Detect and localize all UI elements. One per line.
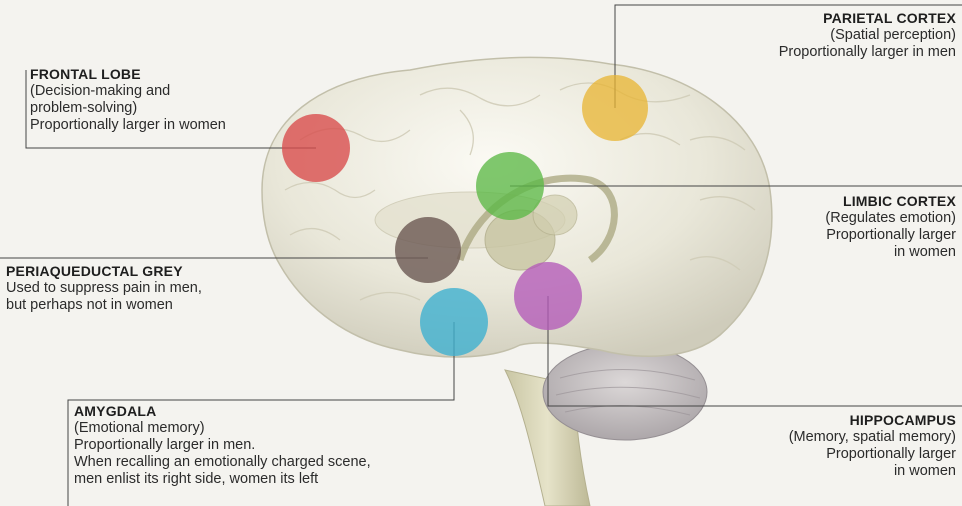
- parietal-cortex-circle: [582, 75, 648, 141]
- hippocampus-label: HIPPOCAMPUS (Memory, spatial memory) Pro…: [789, 412, 956, 480]
- frontal-lobe-line-1: (Decision-making and: [30, 83, 226, 100]
- parietal-cortex-title: PARIETAL CORTEX: [779, 10, 956, 27]
- limbic-cortex-line-3: in women: [825, 244, 956, 261]
- frontal-lobe-line-2: problem-solving): [30, 100, 226, 117]
- periaqueductal-grey-title: PERIAQUEDUCTAL GREY: [6, 263, 202, 280]
- limbic-cortex-line-1: (Regulates emotion): [825, 210, 956, 227]
- parietal-cortex-label: PARIETAL CORTEX (Spatial perception) Pro…: [779, 10, 956, 61]
- limbic-cortex-line-2: Proportionally larger: [825, 227, 956, 244]
- hippocampus-line-3: in women: [789, 463, 956, 480]
- hippocampus-circle: [514, 262, 582, 330]
- periaqueductal-grey-label: PERIAQUEDUCTAL GREY Used to suppress pai…: [6, 263, 202, 314]
- frontal-lobe-label: FRONTAL LOBE (Decision-making and proble…: [30, 66, 226, 134]
- periaqueductal-grey-line-1: Used to suppress pain in men,: [6, 280, 202, 297]
- periaqueductal-grey-circle: [395, 217, 461, 283]
- amygdala-title: AMYGDALA: [74, 403, 371, 420]
- amygdala-line-3: When recalling an emotionally charged sc…: [74, 454, 371, 471]
- hippocampus-title: HIPPOCAMPUS: [789, 412, 956, 429]
- frontal-lobe-circle: [282, 114, 350, 182]
- limbic-cortex-title: LIMBIC CORTEX: [825, 193, 956, 210]
- amygdala-line-2: Proportionally larger in men.: [74, 437, 371, 454]
- parietal-cortex-line-1: (Spatial perception): [779, 27, 956, 44]
- amygdala-line-4: men enlist its right side, women its lef…: [74, 471, 371, 488]
- amygdala-line-1: (Emotional memory): [74, 420, 371, 437]
- parietal-cortex-line-2: Proportionally larger in men: [779, 44, 956, 61]
- frontal-lobe-line-3: Proportionally larger in women: [30, 117, 226, 134]
- limbic-cortex-label: LIMBIC CORTEX (Regulates emotion) Propor…: [825, 193, 956, 261]
- frontal-lobe-title: FRONTAL LOBE: [30, 66, 226, 83]
- amygdala-label: AMYGDALA (Emotional memory) Proportional…: [74, 403, 371, 488]
- amygdala-circle: [420, 288, 488, 356]
- limbic-cortex-circle: [476, 152, 544, 220]
- hippocampus-line-1: (Memory, spatial memory): [789, 429, 956, 446]
- periaqueductal-grey-line-2: but perhaps not in women: [6, 297, 202, 314]
- hippocampus-line-2: Proportionally larger: [789, 446, 956, 463]
